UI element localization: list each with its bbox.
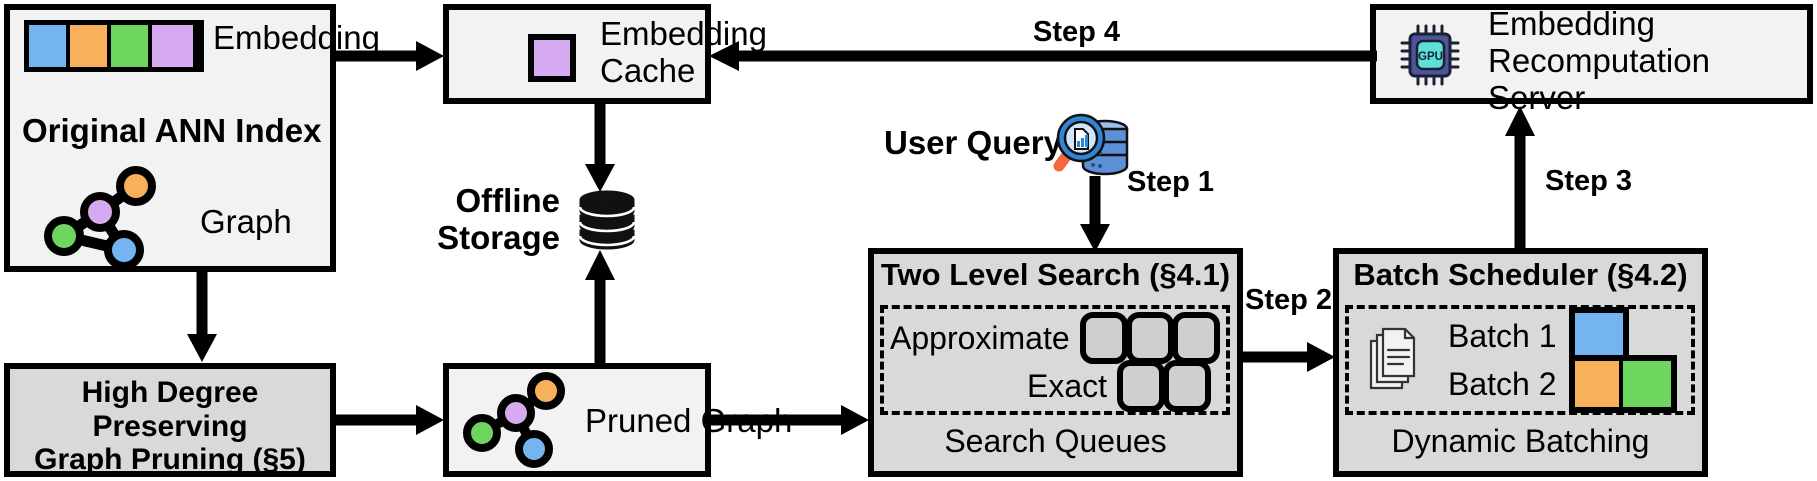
arrow-ann-index-to-graph-pruning (182, 272, 222, 366)
step-2-label: Step 2 (1245, 284, 1333, 316)
batch-label-2: Batch 2 (1448, 365, 1557, 402)
embedding-cell-blue (29, 25, 70, 67)
queue-slot[interactable] (1117, 360, 1166, 412)
queue-slot[interactable] (1079, 312, 1128, 364)
step-1-label: Step 1 (1127, 166, 1215, 198)
batch-chips-2 (1568, 355, 1677, 413)
arrow-embedding-cache-to-offline-storage (580, 104, 620, 196)
embedding-cell-green (111, 25, 152, 67)
batch-chip-blue (1574, 313, 1623, 359)
user-query-label: User Query (884, 124, 1062, 161)
queue-slots-approximate (1079, 312, 1220, 364)
embedding-cache-chip-icon (528, 34, 576, 82)
batch-row-1[interactable]: Batch 1 (1448, 307, 1629, 365)
embedding-label: Embedding (213, 19, 380, 56)
step-4-label: Step 4 (1033, 16, 1121, 48)
gpu-chip-icon: GPU (1400, 24, 1464, 86)
batch-chip-green (1622, 361, 1671, 407)
svg-text:GPU: GPU (1418, 51, 1443, 63)
arrow-pruned-graph-to-two-level-search (711, 400, 873, 440)
arrow-step2-search-to-batch-scheduler (1243, 337, 1339, 377)
queue-slots-exact (1117, 360, 1212, 412)
arrow-pruned-graph-to-offline-storage (580, 248, 620, 366)
embedding-cache-title: Embedding Cache (600, 15, 767, 89)
arrow-step4-server-to-embedding-cache (705, 36, 1377, 76)
step-3-label: Step 3 (1545, 165, 1633, 197)
queue-slot[interactable] (1171, 312, 1220, 364)
arrow-ann-index-to-embedding-cache (336, 36, 448, 76)
queue-slot[interactable] (1125, 312, 1174, 364)
embedding-color-strip (24, 20, 204, 72)
queue-row-exact[interactable]: Exact (1027, 360, 1212, 412)
search-database-icon (1053, 105, 1135, 183)
queue-label-exact: Exact (1027, 367, 1108, 404)
arrow-step3-batch-scheduler-to-server (1500, 104, 1540, 250)
box-graph-pruning[interactable] (4, 363, 336, 477)
two-level-search-title: Two Level Search (§4.1) (880, 257, 1231, 292)
queue-label-approximate: Approximate (890, 319, 1070, 356)
original-graph-illustration (38, 166, 168, 270)
embedding-recomputation-server-title: Embedding Recomputation Server (1488, 5, 1710, 116)
database-cylinder-icon (575, 188, 639, 250)
batch-row-2[interactable]: Batch 2 (1448, 355, 1677, 413)
batch-scheduler-title: Batch Scheduler (§4.2) (1353, 257, 1688, 292)
pruned-graph-illustration (460, 372, 570, 468)
dynamic-batching-dashed-region (1345, 305, 1695, 415)
embedding-cell-orange (70, 25, 111, 67)
original-ann-index-title: Original ANN Index (22, 112, 322, 149)
batch-label-1: Batch 1 (1448, 317, 1557, 354)
queue-row-approximate[interactable]: Approximate (890, 312, 1220, 364)
embedding-cell-purple (152, 25, 193, 67)
dynamic-batching-footer: Dynamic Batching (1391, 423, 1650, 459)
queue-slot[interactable] (1163, 360, 1212, 412)
offline-storage-label: Offline Storage (437, 182, 560, 256)
batch-chip-orange (1574, 361, 1623, 407)
search-queues-footer: Search Queues (944, 423, 1167, 459)
graph-pruning-title: High Degree Preserving Graph Pruning (§5… (34, 376, 306, 477)
box-embedding-recomputation-server[interactable] (1370, 4, 1813, 104)
arrow-step1-user-query-to-search (1075, 176, 1115, 254)
search-queues-dashed-region (880, 305, 1230, 415)
arrow-graph-pruning-to-pruned-graph (336, 400, 448, 440)
graph-label: Graph (200, 203, 292, 240)
documents-icon (1368, 325, 1422, 393)
box-embedding-cache[interactable] (443, 4, 711, 104)
